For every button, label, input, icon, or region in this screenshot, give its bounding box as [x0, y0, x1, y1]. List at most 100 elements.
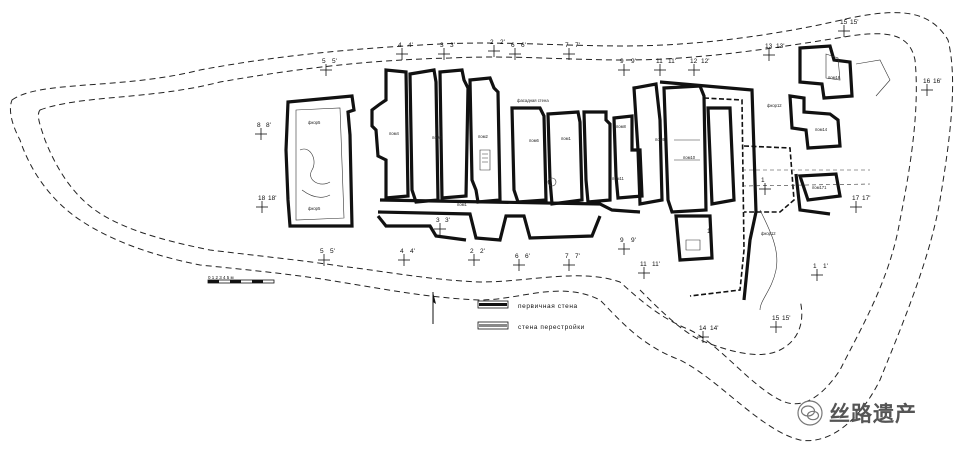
watermark-text: 丝路遗产 — [829, 402, 917, 426]
section-mark-label: 14 — [699, 325, 707, 332]
section-mark-label: 11' — [668, 58, 676, 65]
section-mark-label: 15 — [772, 315, 780, 322]
section-mark-label: 16' — [933, 78, 941, 85]
section-mark-label: 16 — [923, 78, 931, 85]
section-mark-label: 4' — [410, 248, 415, 255]
section-mark-label: 18 — [258, 195, 266, 202]
section-mark-label: 9' — [631, 237, 636, 244]
room-pom4 — [370, 68, 410, 200]
section-mark-label: 11 — [640, 261, 647, 268]
room-label: фкор5 — [308, 206, 321, 211]
section-mark-label: 5' — [332, 58, 337, 65]
room-fkor12 — [743, 145, 795, 311]
section-mark-label: 2' — [480, 248, 485, 255]
room-label: пом8 — [616, 124, 626, 129]
section-mark-label: 2 — [490, 39, 494, 46]
room-label: пом16 — [828, 75, 841, 80]
room-pom171 — [794, 172, 842, 216]
section-mark-label: 1' — [823, 263, 828, 270]
section-mark-label: 3 — [436, 217, 440, 224]
room-pom11 — [612, 114, 644, 200]
room-label: пом9 — [655, 137, 665, 142]
watermark: 丝路遗产 — [797, 398, 917, 428]
section-mark-label: 5 — [322, 58, 326, 65]
section-mark-label: 13' — [776, 43, 784, 50]
section-mark-label: 1 — [813, 263, 817, 270]
section-mark-label: 11 — [656, 58, 663, 65]
inner-contour — [37, 33, 917, 405]
section-mark-label: 2' — [500, 39, 505, 46]
room-label: фкор5 — [308, 120, 321, 125]
section-mark-label: 7 — [565, 42, 569, 49]
section-mark-label: 6 — [511, 42, 515, 49]
wechat-logo-icon — [797, 400, 823, 426]
section-mark-label: 6' — [525, 253, 530, 260]
section-mark-label: 2 — [470, 248, 474, 255]
outer-contour — [9, 12, 954, 442]
room-pom9 — [632, 82, 664, 206]
section-mark-label: 8 — [257, 122, 261, 129]
section-mark-label: 3' — [450, 42, 455, 49]
section-mark-label: 15 — [840, 19, 848, 26]
room-label: пом2 — [478, 134, 488, 139]
scale-label: 0 1 2 3 4 5 м — [208, 275, 234, 280]
room-label: фасадная стена — [517, 98, 549, 103]
room-pom2 — [468, 76, 502, 204]
section-mark-label: 6' — [521, 42, 526, 49]
section-mark-label: 15' — [850, 19, 858, 26]
room-label: пом1 — [457, 202, 467, 207]
section-mark-label: 5' — [330, 248, 335, 255]
room-label: пом6 — [529, 138, 539, 143]
section-mark-label: 4 — [400, 248, 404, 255]
section-mark-label: 18' — [268, 195, 276, 202]
room-pom6 — [510, 106, 548, 204]
room-pom10 — [662, 84, 708, 214]
legend: первичная стена стена перестройки — [477, 300, 585, 331]
room-label: пом1 — [561, 136, 571, 141]
section-mark-label: 12 — [690, 58, 698, 65]
room-label: пом11 — [612, 176, 624, 181]
section-mark-label: 13 — [765, 43, 773, 50]
section-mark-label: 7' — [575, 253, 580, 260]
section-mark-label: 7 — [565, 253, 569, 260]
section-mark-label: 5 — [320, 248, 324, 255]
section-mark-label: 3 — [440, 42, 444, 49]
room-pom1 — [546, 110, 584, 206]
section-mark-label: 4 — [398, 42, 402, 49]
room-pom16 — [798, 44, 891, 100]
section-mark-label: 1' — [707, 228, 712, 235]
section-mark-label: 11' — [652, 261, 660, 268]
room-label: пом4 — [389, 131, 399, 136]
scale-bar: 0 1 2 3 4 5 м — [207, 275, 275, 284]
room-label: пом14 — [815, 127, 828, 132]
room-label: фкор12 — [761, 231, 776, 236]
section-mark-label: 17' — [862, 195, 870, 202]
section-mark-label: 17 — [852, 195, 860, 202]
room-label: пом171 — [812, 185, 827, 190]
section-mark-label: 9' — [631, 58, 636, 65]
section-mark-label: 6 — [515, 253, 519, 260]
section-mark-label: 3' — [445, 217, 450, 224]
section-mark-label: 14' — [710, 325, 718, 332]
corridor-lower — [376, 198, 641, 242]
section-mark-label: 12' — [701, 58, 709, 65]
room-label: пом3 — [432, 135, 442, 140]
room-label: пом10 — [683, 155, 696, 160]
north-arrow-icon — [432, 292, 436, 324]
section-mark-label: 7' — [575, 42, 580, 49]
room-central-east — [659, 80, 758, 301]
section-mark-label: 4' — [408, 42, 413, 49]
section-mark-label: 9 — [620, 237, 624, 244]
lower-contour — [639, 289, 803, 356]
section-mark-label: 15' — [782, 315, 790, 322]
room-labels: фкор5 пом4 пом3 пом2 пом6 пом1 пом8 пом9… — [308, 75, 841, 236]
legend-rebuild-wall-label: стена перестройки — [518, 323, 585, 331]
room-label: фкор12 — [767, 103, 782, 108]
room-pom14 — [788, 94, 842, 150]
section-mark-label: 1 — [761, 177, 765, 184]
section-marks: 5 5' 5 5' 4 4' 4 4' 3 3' 3 3' 2 2' 2 2' 6 6' 6 6' 7 7' 7 7' 9 9' 9… — [255, 19, 941, 343]
section-mark-label: 9 — [620, 58, 624, 65]
section-mark-label: 8' — [266, 122, 271, 129]
leader-line — [741, 169, 871, 187]
